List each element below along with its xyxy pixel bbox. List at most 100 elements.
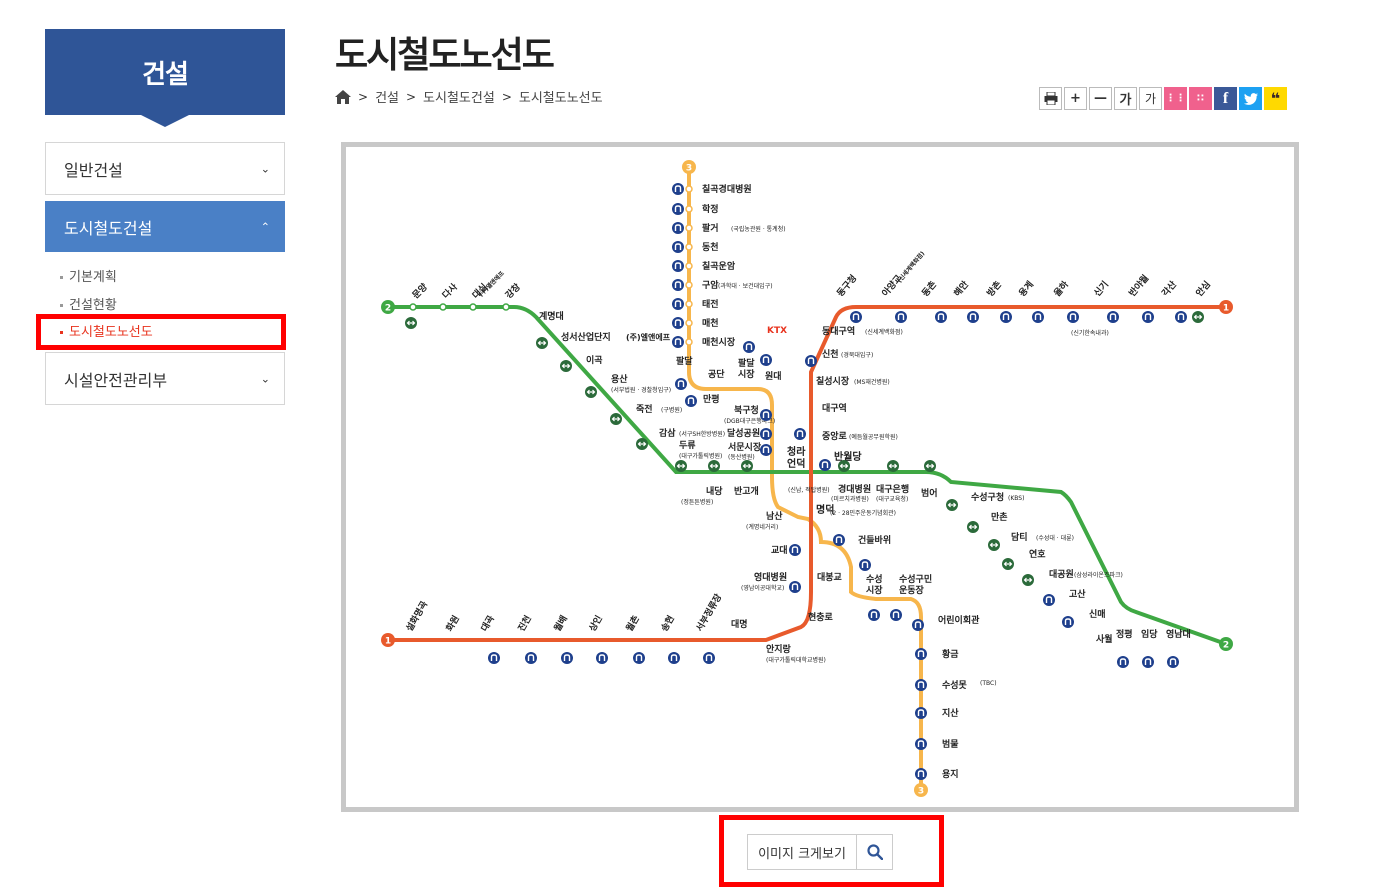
station-dot xyxy=(685,262,693,270)
station-label: 현충로 xyxy=(808,611,834,623)
facebook-button[interactable]: f xyxy=(1214,87,1237,110)
station-note: (서부법원 · 경찰청입구) xyxy=(611,386,671,394)
transfer-icon xyxy=(535,336,549,350)
submenu-construction-status[interactable]: 건설현황 xyxy=(60,294,117,313)
subway-icon xyxy=(671,335,685,349)
toolbar: + — 가 가 ⋮⋮ ∷ f ❝ xyxy=(1039,87,1287,110)
station-label: 매천시장 xyxy=(702,336,736,348)
zoom-image-button[interactable]: 이미지 크게보기 xyxy=(747,834,893,870)
station-label: 사월 xyxy=(1096,633,1113,645)
print-button[interactable] xyxy=(1039,87,1062,110)
station-label: 대곡 xyxy=(478,613,497,633)
zoom-in-button[interactable]: + xyxy=(1064,87,1087,110)
font-smaller-button[interactable]: 가 xyxy=(1139,87,1162,110)
station-label: 두류 xyxy=(679,440,696,451)
station-label: 건들바위 xyxy=(858,534,891,546)
station-label: 안심 xyxy=(1193,279,1213,299)
subway-icon xyxy=(684,394,698,408)
breadcrumb-item[interactable]: 도시철도건설 xyxy=(423,91,495,106)
station-label: 송현 xyxy=(658,613,677,633)
station-label: 만촌 xyxy=(991,511,1008,523)
station-label: 신천 xyxy=(822,348,839,360)
subway-icon xyxy=(674,377,688,391)
menu-urban-railway-construction[interactable]: 도시철도건설 ⌃ xyxy=(45,201,285,252)
station-label: 동천 xyxy=(702,242,719,253)
subway-icon xyxy=(1141,310,1155,324)
station-label: 문양 xyxy=(410,280,431,301)
subway-icon xyxy=(999,310,1013,324)
line3-end-badge xyxy=(914,783,928,797)
station-label: 운동장 xyxy=(899,584,925,596)
subway-icon xyxy=(894,310,908,324)
station-label: 어린이회관 xyxy=(938,614,980,626)
station-label: 칠곡운암 xyxy=(702,260,736,272)
transfer-icon xyxy=(837,459,851,473)
transfer-icon xyxy=(584,385,598,399)
station-note: (계명네거리) xyxy=(746,523,778,531)
zoom-out-button[interactable]: — xyxy=(1089,87,1112,110)
breadcrumb-separator-icon: > xyxy=(358,89,369,104)
station-label: 언덕 xyxy=(787,457,805,470)
station-note: (2 · 28민주운동기념회관) xyxy=(830,509,896,517)
submenu-label: 기본계획 xyxy=(69,270,117,285)
station-label: 팔거 xyxy=(702,222,719,234)
bullet-icon xyxy=(60,276,63,279)
station-label: 용지 xyxy=(942,768,959,780)
submenu-railway-map[interactable]: 도시철도노선도 xyxy=(60,321,153,340)
submenu-label: 건설현황 xyxy=(69,298,117,313)
station-label: 황금 xyxy=(942,648,959,660)
subway-icon xyxy=(966,310,980,324)
subway-icon xyxy=(914,678,928,692)
station-label: 내당 xyxy=(706,485,723,497)
subway-icon xyxy=(487,651,501,665)
share-button-2[interactable]: ∷ xyxy=(1189,87,1212,110)
subway-icon xyxy=(818,458,832,472)
twitter-button[interactable] xyxy=(1239,87,1262,110)
home-icon[interactable] xyxy=(335,89,351,104)
share-button-1[interactable]: ⋮⋮ xyxy=(1164,87,1187,110)
station-label: 다사 xyxy=(440,280,461,301)
station-dot xyxy=(685,185,693,193)
font-smaller-label: 가 xyxy=(1144,92,1157,106)
menu-facility-safety[interactable]: 시설안전관리부 ⌄ xyxy=(45,352,285,405)
menu-label: 도시철도건설 xyxy=(64,218,153,238)
menu-general-construction[interactable]: 일반건설 ⌄ xyxy=(45,142,285,195)
subway-icon xyxy=(759,408,773,422)
station-note: (대구가톨릭병원) xyxy=(679,452,722,460)
submenu-label: 도시철도노선도 xyxy=(69,325,153,340)
chevron-down-icon: ⌄ xyxy=(260,162,270,175)
station-note: (영남이공대학교) xyxy=(741,584,784,592)
subway-icon xyxy=(671,240,685,254)
twitter-icon xyxy=(1243,92,1258,105)
station-label: 시장 xyxy=(866,584,883,596)
subway-icon xyxy=(595,651,609,665)
plus-icon: + xyxy=(1070,91,1081,106)
breadcrumb-item[interactable]: 건설 xyxy=(375,91,399,106)
subway-icon xyxy=(889,608,903,622)
station-label: 범물 xyxy=(942,738,959,750)
station-label: 화원 xyxy=(443,613,462,633)
font-larger-label: 가 xyxy=(1119,93,1132,108)
line2-track xyxy=(388,305,1227,646)
transfer-icon xyxy=(966,520,980,534)
breadcrumb: > 건설 > 도시철도건설 > 도시철도노선도 xyxy=(335,87,603,106)
station-dot xyxy=(409,303,417,311)
station-label: 율하 xyxy=(1051,278,1071,299)
subway-icon xyxy=(1042,593,1056,607)
breadcrumb-item-current[interactable]: 도시철도노선도 xyxy=(518,91,603,106)
subway-icon xyxy=(934,310,948,324)
station-label: 학정 xyxy=(702,203,719,215)
station-label: 반고개 xyxy=(734,485,759,497)
station-note: (경북대입구) xyxy=(841,351,873,359)
font-larger-button[interactable]: 가 xyxy=(1114,87,1137,110)
subway-icon xyxy=(742,340,756,354)
transfer-icon xyxy=(707,459,721,473)
subway-icon xyxy=(667,651,681,665)
station-label: 남산 xyxy=(766,510,783,522)
station-label: 북구청 xyxy=(734,404,759,416)
submenu-basic-plan[interactable]: 기본계획 xyxy=(60,266,117,285)
station-label: 성서산업단지 xyxy=(561,331,611,343)
station-label: 고산 xyxy=(1069,588,1086,600)
kakao-button[interactable]: ❝ xyxy=(1264,87,1287,110)
subway-icon xyxy=(793,427,807,441)
